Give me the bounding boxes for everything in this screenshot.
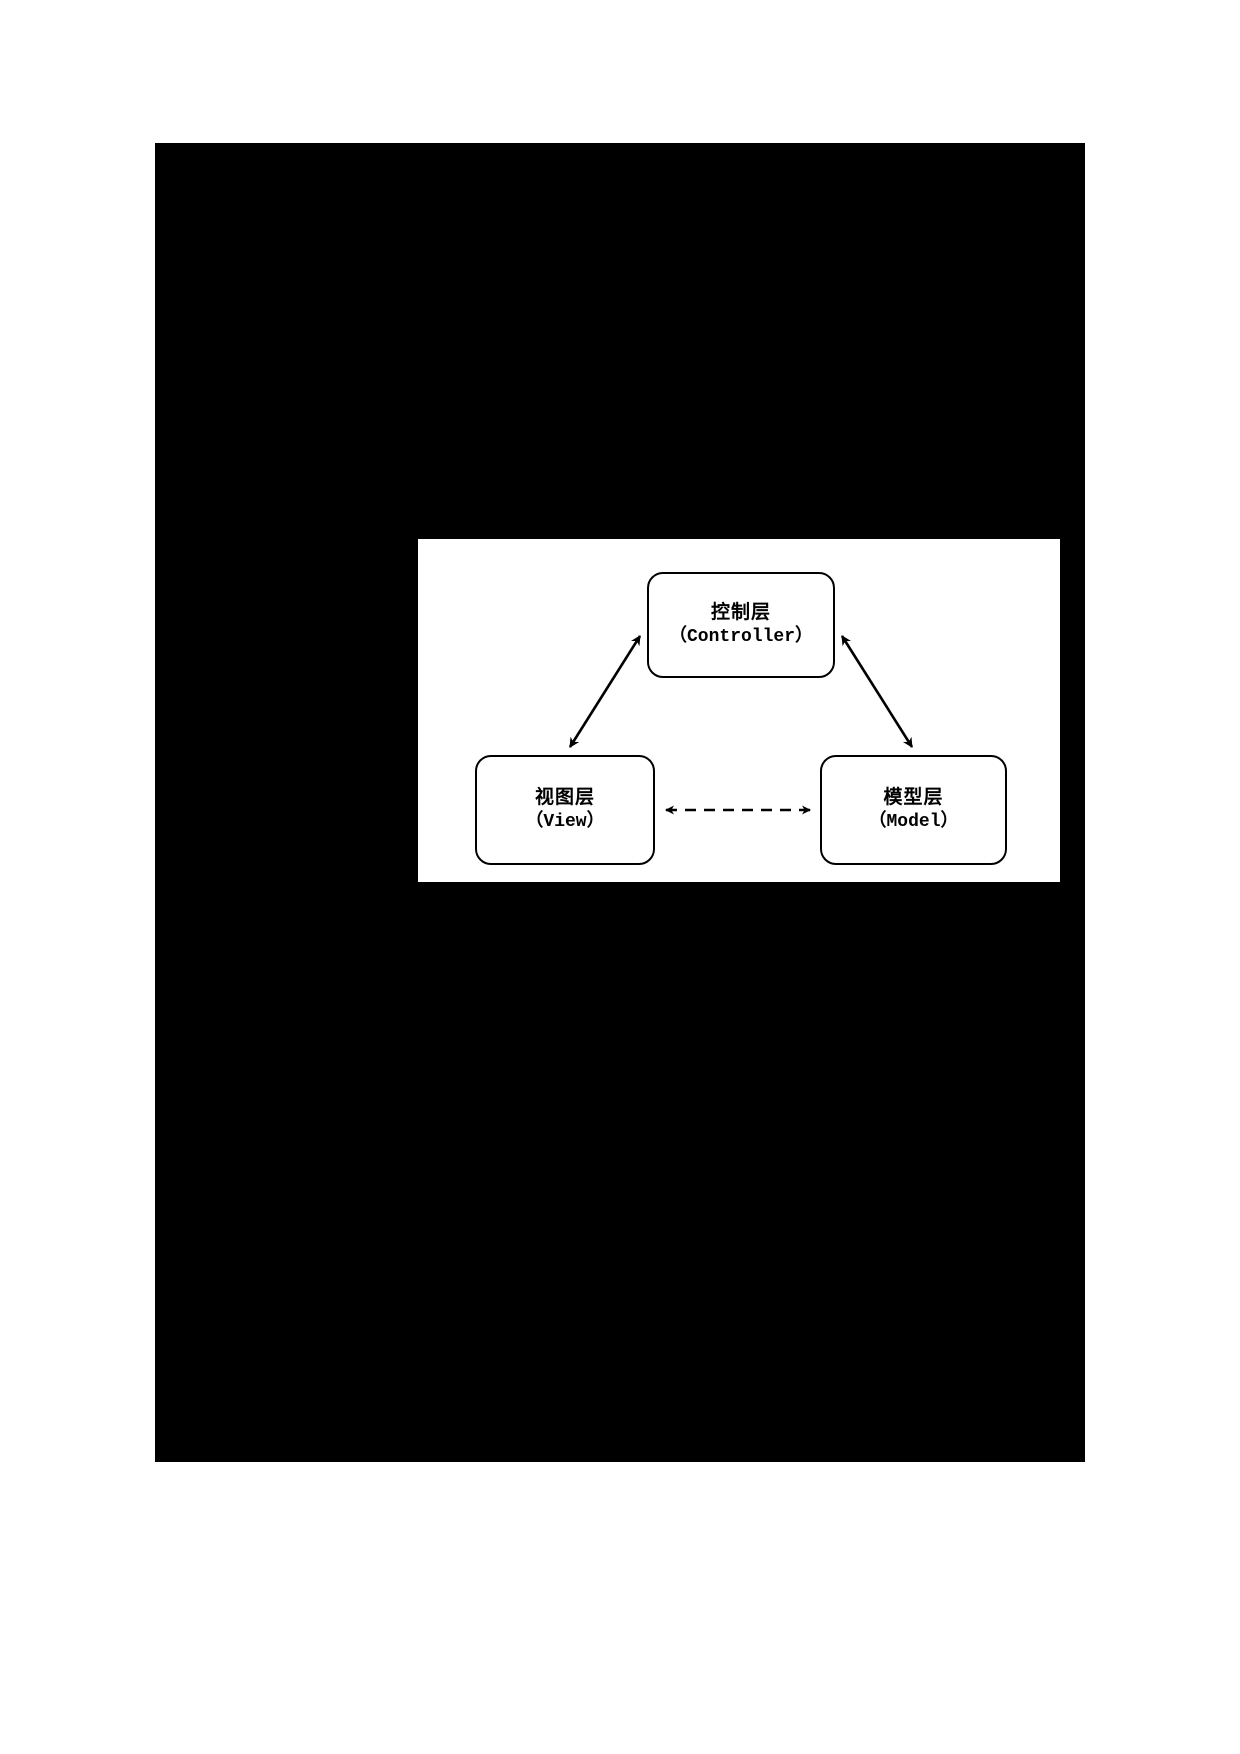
mvc-diagram-panel: 控制层 （Controller） 视图层 （View） 模型层 （Model） [418,539,1060,882]
node-controller-label-en: （Controller） [668,626,814,647]
node-view-label-en: （View） [525,811,605,832]
node-view-label-cn: 视图层 [534,787,595,809]
node-model[interactable]: 模型层 （Model） [820,755,1007,865]
node-controller-label-cn: 控制层 [710,602,771,624]
edge-controller-view [568,635,642,748]
mvc-connector-canvas [568,635,914,815]
edge-controller-model [840,635,914,748]
node-controller[interactable]: 控制层 （Controller） [647,572,835,678]
page-black-region: 控制层 （Controller） 视图层 （View） 模型层 （Model） [155,143,1085,1462]
node-model-label-cn: 模型层 [883,787,944,809]
node-model-label-en: （Model） [868,811,959,832]
node-view[interactable]: 视图层 （View） [475,755,655,865]
